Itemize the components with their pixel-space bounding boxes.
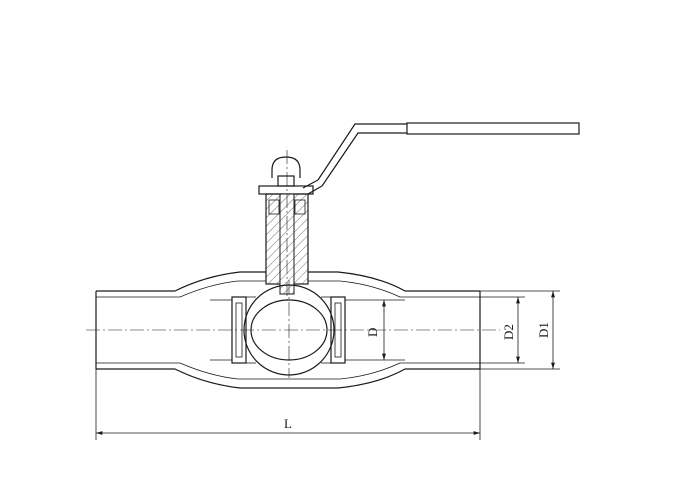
dimension-length: L	[95, 369, 481, 440]
ball	[243, 280, 335, 378]
stem-cap	[258, 156, 314, 195]
seat-left	[231, 296, 256, 364]
seat-right	[321, 296, 346, 364]
handle-lever	[302, 122, 580, 195]
length-label: L	[284, 416, 292, 431]
dimension-d1: D1	[480, 290, 560, 370]
bore-label: D	[365, 328, 380, 337]
d2-label: D2	[501, 324, 516, 340]
stem-housing	[265, 150, 309, 300]
dimension-d2: D2	[480, 296, 525, 364]
dimension-bore: D	[365, 300, 386, 360]
d1-label: D1	[536, 322, 551, 338]
valve-body	[86, 271, 500, 389]
